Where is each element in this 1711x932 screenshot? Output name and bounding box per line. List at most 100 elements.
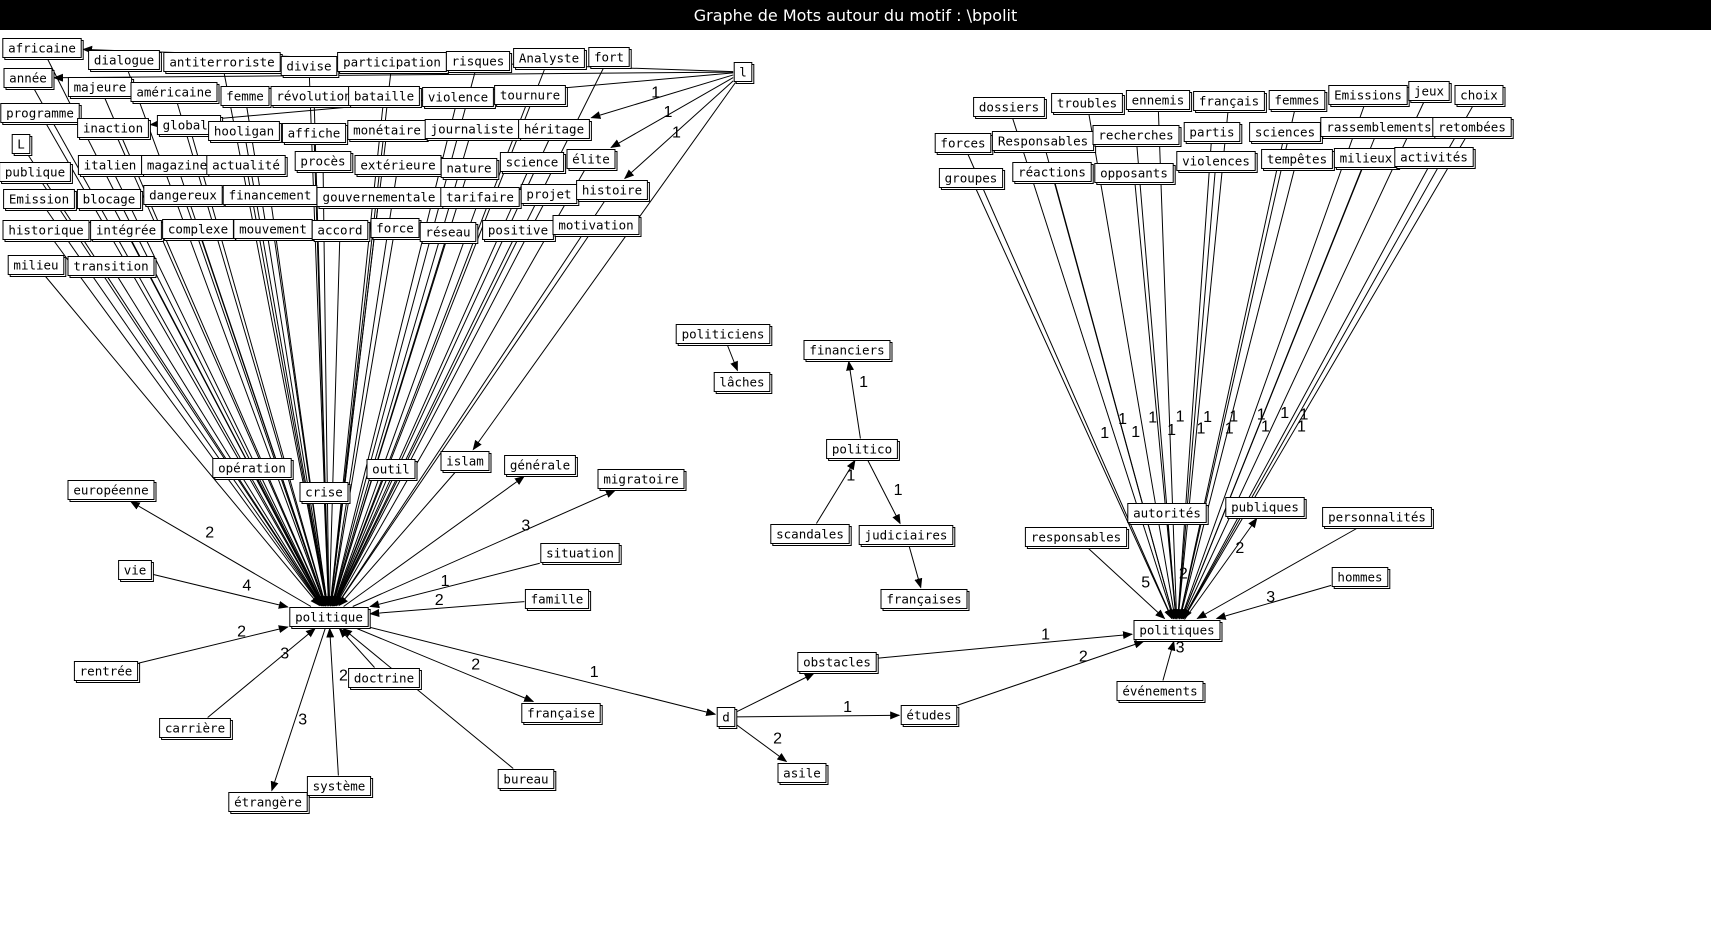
- edge-arrow: [624, 80, 734, 180]
- node-tarifaire: tarifaire: [440, 187, 522, 209]
- node-histoire: histoire: [576, 180, 650, 202]
- edge-ennemis-to-politiques: 1: [1157, 110, 1185, 620]
- node-box: [370, 218, 420, 238]
- edge-arrow: [877, 631, 1133, 659]
- edge-arrow: [1162, 640, 1176, 681]
- edge-arrow: [1174, 171, 1216, 620]
- edge-politique-to-etrangere: 3: [270, 627, 327, 792]
- node-dossiers: dossiers: [973, 97, 1047, 119]
- edge-arrow: [1183, 137, 1467, 620]
- edge-arrow: [331, 139, 470, 607]
- node-label: autorités: [1133, 506, 1201, 521]
- node-label: science: [506, 155, 559, 170]
- node-label: d: [722, 710, 730, 725]
- edge-arrow: [1180, 105, 1365, 620]
- node-label: asile: [783, 766, 821, 781]
- node-box: [576, 180, 648, 200]
- node-label: révolution: [276, 89, 351, 104]
- node-responsables: responsables: [1024, 527, 1130, 549]
- node-label: Analyste: [519, 51, 579, 66]
- edge-weight-label: 2: [1235, 540, 1244, 557]
- edge-arrow: [326, 627, 339, 776]
- edge-arrow: [334, 67, 605, 607]
- node-box: [777, 763, 827, 783]
- node-box: [299, 482, 349, 502]
- node-box: [1127, 503, 1207, 523]
- node-box: [220, 86, 270, 106]
- node-famille: famille: [524, 589, 592, 611]
- node-label: procès: [300, 154, 345, 169]
- edge-italien-to-politique: [114, 175, 324, 607]
- node-violence: violence: [422, 87, 496, 109]
- edge-transition-to-politique: [117, 276, 323, 607]
- node-box: [1408, 81, 1450, 101]
- node-label: tarifaire: [446, 190, 514, 205]
- node-box: [1024, 527, 1128, 547]
- edge-weight-label: 1: [1100, 425, 1109, 442]
- node-jeux: jeux: [1408, 81, 1452, 103]
- node-label: politico: [832, 442, 892, 457]
- node-box: [1133, 620, 1221, 640]
- edge-projet-to-politique: [334, 204, 544, 607]
- edge-arrow: [333, 139, 550, 607]
- edge-arrow: [1177, 142, 1284, 620]
- edge-personnalites-to-politiques: [1196, 527, 1359, 619]
- edge-arrow: [1181, 101, 1425, 620]
- edge-arrow: [127, 70, 326, 607]
- edge-arrow: [1157, 110, 1181, 620]
- edge-historique-to-politique: [53, 240, 322, 607]
- node-box: [90, 220, 162, 240]
- edge-responsables-to-politiques: 5: [1087, 547, 1166, 620]
- edge-arrow: [590, 74, 734, 119]
- edge-arrow: [1011, 117, 1175, 620]
- node-obstacles: obstacles: [797, 652, 879, 674]
- node-emissions: Emissions: [1328, 85, 1410, 107]
- node-label: complexe: [168, 222, 228, 237]
- node-journaliste: journaliste: [424, 119, 522, 141]
- edge-rentree-to-politique: 2: [138, 624, 289, 664]
- edge-weight-label: 1: [672, 124, 681, 141]
- edge-weight-label: 1: [1280, 405, 1289, 422]
- node-l: l: [733, 62, 755, 84]
- node-crise: crise: [299, 482, 351, 504]
- edge-l-to-heritage: 1: [590, 74, 734, 119]
- edge-choix-to-politiques: 1: [1183, 105, 1474, 620]
- edge-analyste-to-politique: [333, 68, 546, 607]
- node-box: [163, 52, 281, 72]
- edge-accord-to-politique: [325, 240, 341, 607]
- edge-weight-label: 1: [1300, 407, 1309, 424]
- node-label: extérieure: [360, 158, 435, 173]
- edge-arrow: [333, 68, 546, 607]
- edge-arrow: [1196, 527, 1359, 619]
- edge-gouvernementale-to-politique: [327, 207, 379, 607]
- node-politiques: politiques: [1133, 620, 1223, 642]
- edge-journaliste-to-politique: [331, 139, 470, 607]
- node-affiche: affiche: [281, 123, 349, 145]
- edge-weight-label: 1: [663, 104, 672, 121]
- window-title-bar: Graphe de Mots autour du motif : \bpolit: [0, 0, 1711, 30]
- node-italien: italien: [77, 155, 145, 177]
- node-label: programme: [6, 106, 74, 121]
- edge-weight-label: 1: [1118, 411, 1127, 428]
- node-label: rentrée: [80, 664, 133, 679]
- node-box: [7, 255, 65, 275]
- node-label: globale: [163, 118, 216, 133]
- edge-arrow: [323, 502, 333, 607]
- edge-globale-to-politique: [191, 135, 328, 607]
- node-nature: nature: [440, 158, 500, 180]
- node-label: positive: [488, 223, 548, 238]
- node-box: [348, 86, 420, 106]
- edge-hooligan-to-politique: [245, 141, 330, 607]
- edge-arrow: [333, 479, 388, 607]
- edge-weight-label: 1: [846, 467, 855, 484]
- node-autorites: autorités: [1127, 503, 1209, 525]
- node-label: personnalités: [1328, 510, 1426, 525]
- node-analyste: Analyste: [513, 48, 587, 70]
- node-box: [1012, 162, 1092, 182]
- edge-dialogue-to-politique: [127, 70, 326, 607]
- node-scandales: scandales: [770, 524, 852, 546]
- edge-inaction-to-politique: [117, 138, 325, 607]
- edge-arrow: [53, 240, 322, 607]
- node-label: financiers: [809, 343, 884, 358]
- edge-judiciaires-to-francaises: [908, 545, 923, 589]
